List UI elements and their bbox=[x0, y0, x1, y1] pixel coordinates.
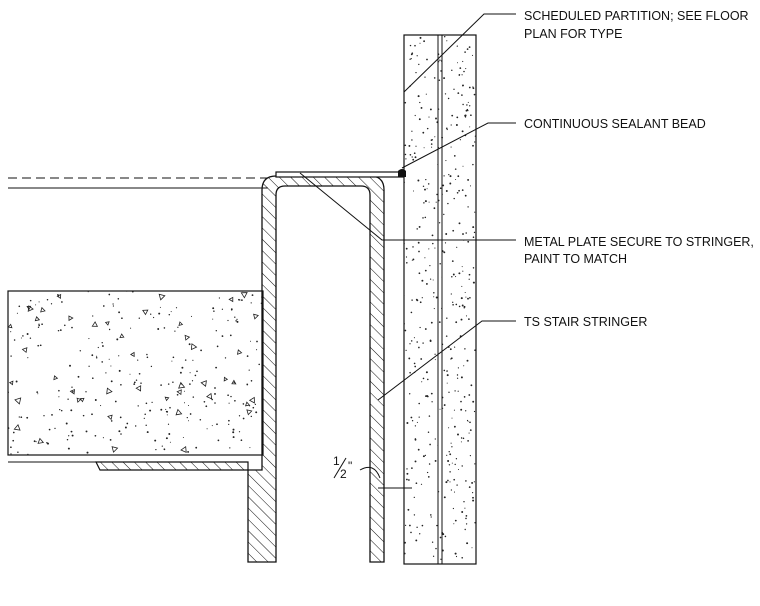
leader-lines bbox=[299, 13, 516, 401]
dim-denominator: 2 bbox=[340, 467, 347, 481]
note-partition-line1: SCHEDULED PARTITION; SEE FLOOR bbox=[524, 9, 749, 23]
concrete-slab bbox=[7, 290, 264, 463]
dim-numerator: 1 bbox=[333, 454, 340, 468]
dashed-floor-line bbox=[8, 177, 268, 189]
partition-wall bbox=[403, 34, 477, 565]
note-stringer: TS STAIR STRINGER bbox=[524, 315, 647, 329]
note-plate-line2: PAINT TO MATCH bbox=[524, 252, 627, 266]
ts-stair-stringer bbox=[247, 175, 385, 563]
leader-stringer bbox=[377, 320, 516, 401]
note-sealant: CONTINUOUS SEALANT BEAD bbox=[524, 117, 706, 131]
gap-dimension: 1 2 " bbox=[333, 454, 412, 492]
leader-sealant bbox=[401, 122, 516, 169]
note-partition-line2: PLAN FOR TYPE bbox=[524, 27, 622, 41]
callout-notes: SCHEDULED PARTITION; SEE FLOOR PLAN FOR … bbox=[524, 9, 754, 329]
metal-plate bbox=[275, 171, 405, 178]
dim-unit: " bbox=[348, 459, 352, 473]
note-plate-line1: METAL PLATE SECURE TO STRINGER, bbox=[524, 235, 754, 249]
leader-plate bbox=[299, 172, 516, 241]
sealant-bead bbox=[398, 169, 406, 177]
pan-angle-support bbox=[95, 461, 249, 471]
leader-partition bbox=[403, 13, 516, 93]
